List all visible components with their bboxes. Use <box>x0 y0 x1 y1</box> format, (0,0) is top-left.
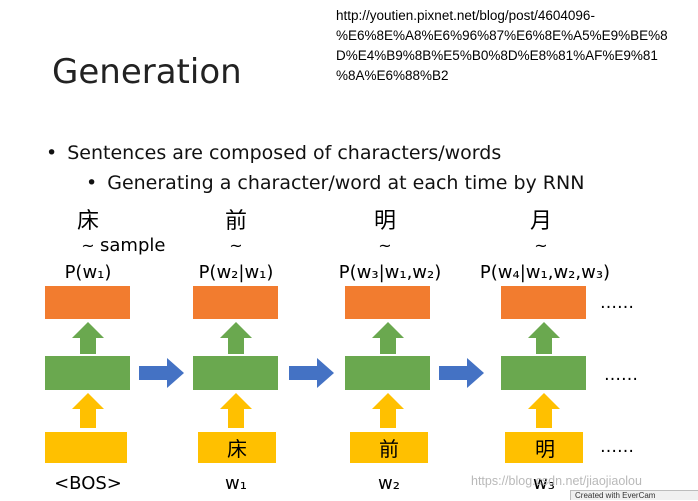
step-2: 前 ~ P(w₂|w₁) 床 w₁ <box>193 209 278 494</box>
source-url[interactable]: http://youtien.pixnet.net/blog/post/4604… <box>336 6 686 86</box>
bullet-level-2: • Generating a character/word at each tim… <box>86 172 584 194</box>
arrow-right-1 <box>139 358 184 388</box>
hidden-box-3 <box>345 356 430 390</box>
tilde-icon: ~ <box>378 236 391 255</box>
ellipsis-input: …… <box>600 437 634 457</box>
bullet-text-1: Sentences are composed of characters/wor… <box>67 142 502 164</box>
ellipsis-hidden: …… <box>604 365 638 385</box>
output-box-1 <box>45 286 130 319</box>
watermark-text: https://blog.csdn.net/jiaojiaolou <box>471 474 642 488</box>
url-line-3: D%E4%B9%8B%E5%B0%8D%E8%81%AF%E9%81 <box>336 48 658 63</box>
arrow-up-orange-1 <box>72 393 104 428</box>
sample-label: sample <box>100 235 165 256</box>
input-char-4: 明 <box>535 437 555 461</box>
input-box-1 <box>45 432 127 463</box>
prob-label-2: P(w₂|w₁) <box>199 262 274 283</box>
arrow-up-green-4 <box>528 322 560 354</box>
input-label-2: w₁ <box>225 473 247 494</box>
prob-label-1: P(w₁) <box>65 262 112 283</box>
input-label-3: w₂ <box>378 473 400 494</box>
output-char-4: 月 <box>530 209 552 234</box>
input-box-2 <box>198 432 276 463</box>
input-box-3 <box>350 432 428 463</box>
input-label-1: <BOS> <box>54 473 122 494</box>
ellipsis-output: …… <box>600 293 634 313</box>
bullet-level-1: • Sentences are composed of characters/wo… <box>46 142 501 164</box>
url-line-4: %8A%E6%88%B2 <box>336 68 449 83</box>
hidden-box-4 <box>501 356 586 390</box>
url-line-2: %E6%8E%A8%E6%96%87%E6%8E%A5%E9%BE%8 <box>336 28 668 43</box>
input-box-4 <box>505 432 583 463</box>
step-3: 明 ~ P(w₃|w₁,w₂) 前 w₂ <box>339 209 442 494</box>
arrow-up-green-1 <box>72 322 104 354</box>
tilde-icon: ~ <box>81 236 94 255</box>
url-line-1: http://youtien.pixnet.net/blog/post/4604… <box>336 8 595 23</box>
arrow-right-2 <box>289 358 334 388</box>
input-label-4: w₃ <box>533 473 555 494</box>
tilde-icon: ~ <box>229 236 242 255</box>
input-char-2: 床 <box>227 437 247 461</box>
arrow-up-orange-4 <box>528 393 560 428</box>
bullet-text-2: Generating a character/word at each time… <box>107 172 585 194</box>
output-box-2 <box>193 286 278 319</box>
output-char-1: 床 <box>77 209 99 234</box>
arrow-up-orange-2 <box>220 393 252 428</box>
step-4: 月 ~ P(w₄|w₁,w₂,w₃) 明 w₃ <box>480 209 610 494</box>
step-1: 床 ~ sample P(w₁) <BOS> <box>45 209 165 494</box>
arrow-up-green-3 <box>372 322 404 354</box>
output-box-3 <box>345 286 430 319</box>
arrow-up-orange-3 <box>372 393 404 428</box>
hidden-box-2 <box>193 356 278 390</box>
arrow-right-3 <box>439 358 484 388</box>
prob-label-3: P(w₃|w₁,w₂) <box>339 262 442 283</box>
output-box-4 <box>501 286 586 319</box>
hidden-box-1 <box>45 356 130 390</box>
arrow-up-green-2 <box>220 322 252 354</box>
evercam-badge: Created with EverCam <box>570 490 698 500</box>
output-char-2: 前 <box>225 209 247 234</box>
slide-title: Generation <box>52 52 242 92</box>
prob-label-4: P(w₄|w₁,w₂,w₃) <box>480 262 610 283</box>
bullet-dot-icon: • <box>86 172 98 194</box>
bullet-dot-icon: • <box>46 142 58 164</box>
output-char-3: 明 <box>374 209 396 234</box>
input-char-3: 前 <box>379 437 399 461</box>
tilde-icon: ~ <box>534 236 547 255</box>
